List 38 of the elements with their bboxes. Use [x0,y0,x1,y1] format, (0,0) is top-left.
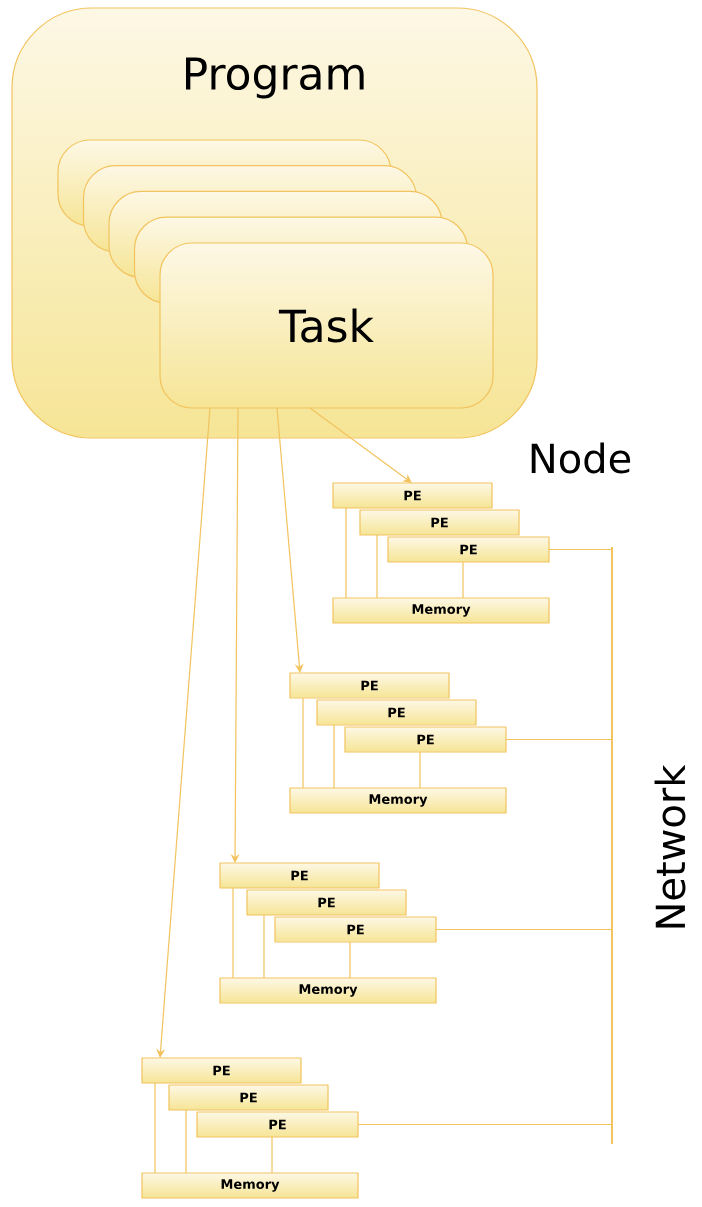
task-box: Task [159,242,494,409]
pe-box: PE [387,536,550,563]
connector-line [263,914,265,979]
pe-box: PE [332,482,493,509]
pe-box: PE [316,699,477,726]
pe-box: PE [289,672,450,699]
connector-line [333,724,335,789]
network-label: Network [654,764,686,928]
connector-line [419,751,421,789]
connector-line [462,561,464,599]
connector-line [232,887,234,979]
connector-line [345,507,347,599]
memory-box: Memory [289,787,507,814]
pe-box: PE [196,1111,359,1138]
pe-box: PE [274,916,437,943]
arrow [276,407,304,673]
connector-line [505,738,612,741]
connector-line [349,941,351,979]
pe-box: PE [141,1057,302,1084]
pe-box: PE [359,509,520,536]
memory-box: Memory [141,1172,359,1199]
connector-line [435,928,612,931]
connector-line [185,1109,187,1174]
memory-box: Memory [332,597,550,624]
arrow [309,407,412,483]
connector-line [548,548,612,551]
pe-box: PE [246,889,407,916]
connector-line [376,534,378,599]
node-heading: Node [531,442,631,474]
connector-line [154,1082,156,1174]
connector-line [357,1123,612,1126]
connector-line [271,1136,273,1174]
connector-line [302,697,304,789]
pe-box: PE [344,726,507,753]
pe-box: PE [168,1084,329,1111]
pe-box: PE [219,862,380,889]
memory-box: Memory [219,977,437,1004]
arrow [156,407,211,1058]
